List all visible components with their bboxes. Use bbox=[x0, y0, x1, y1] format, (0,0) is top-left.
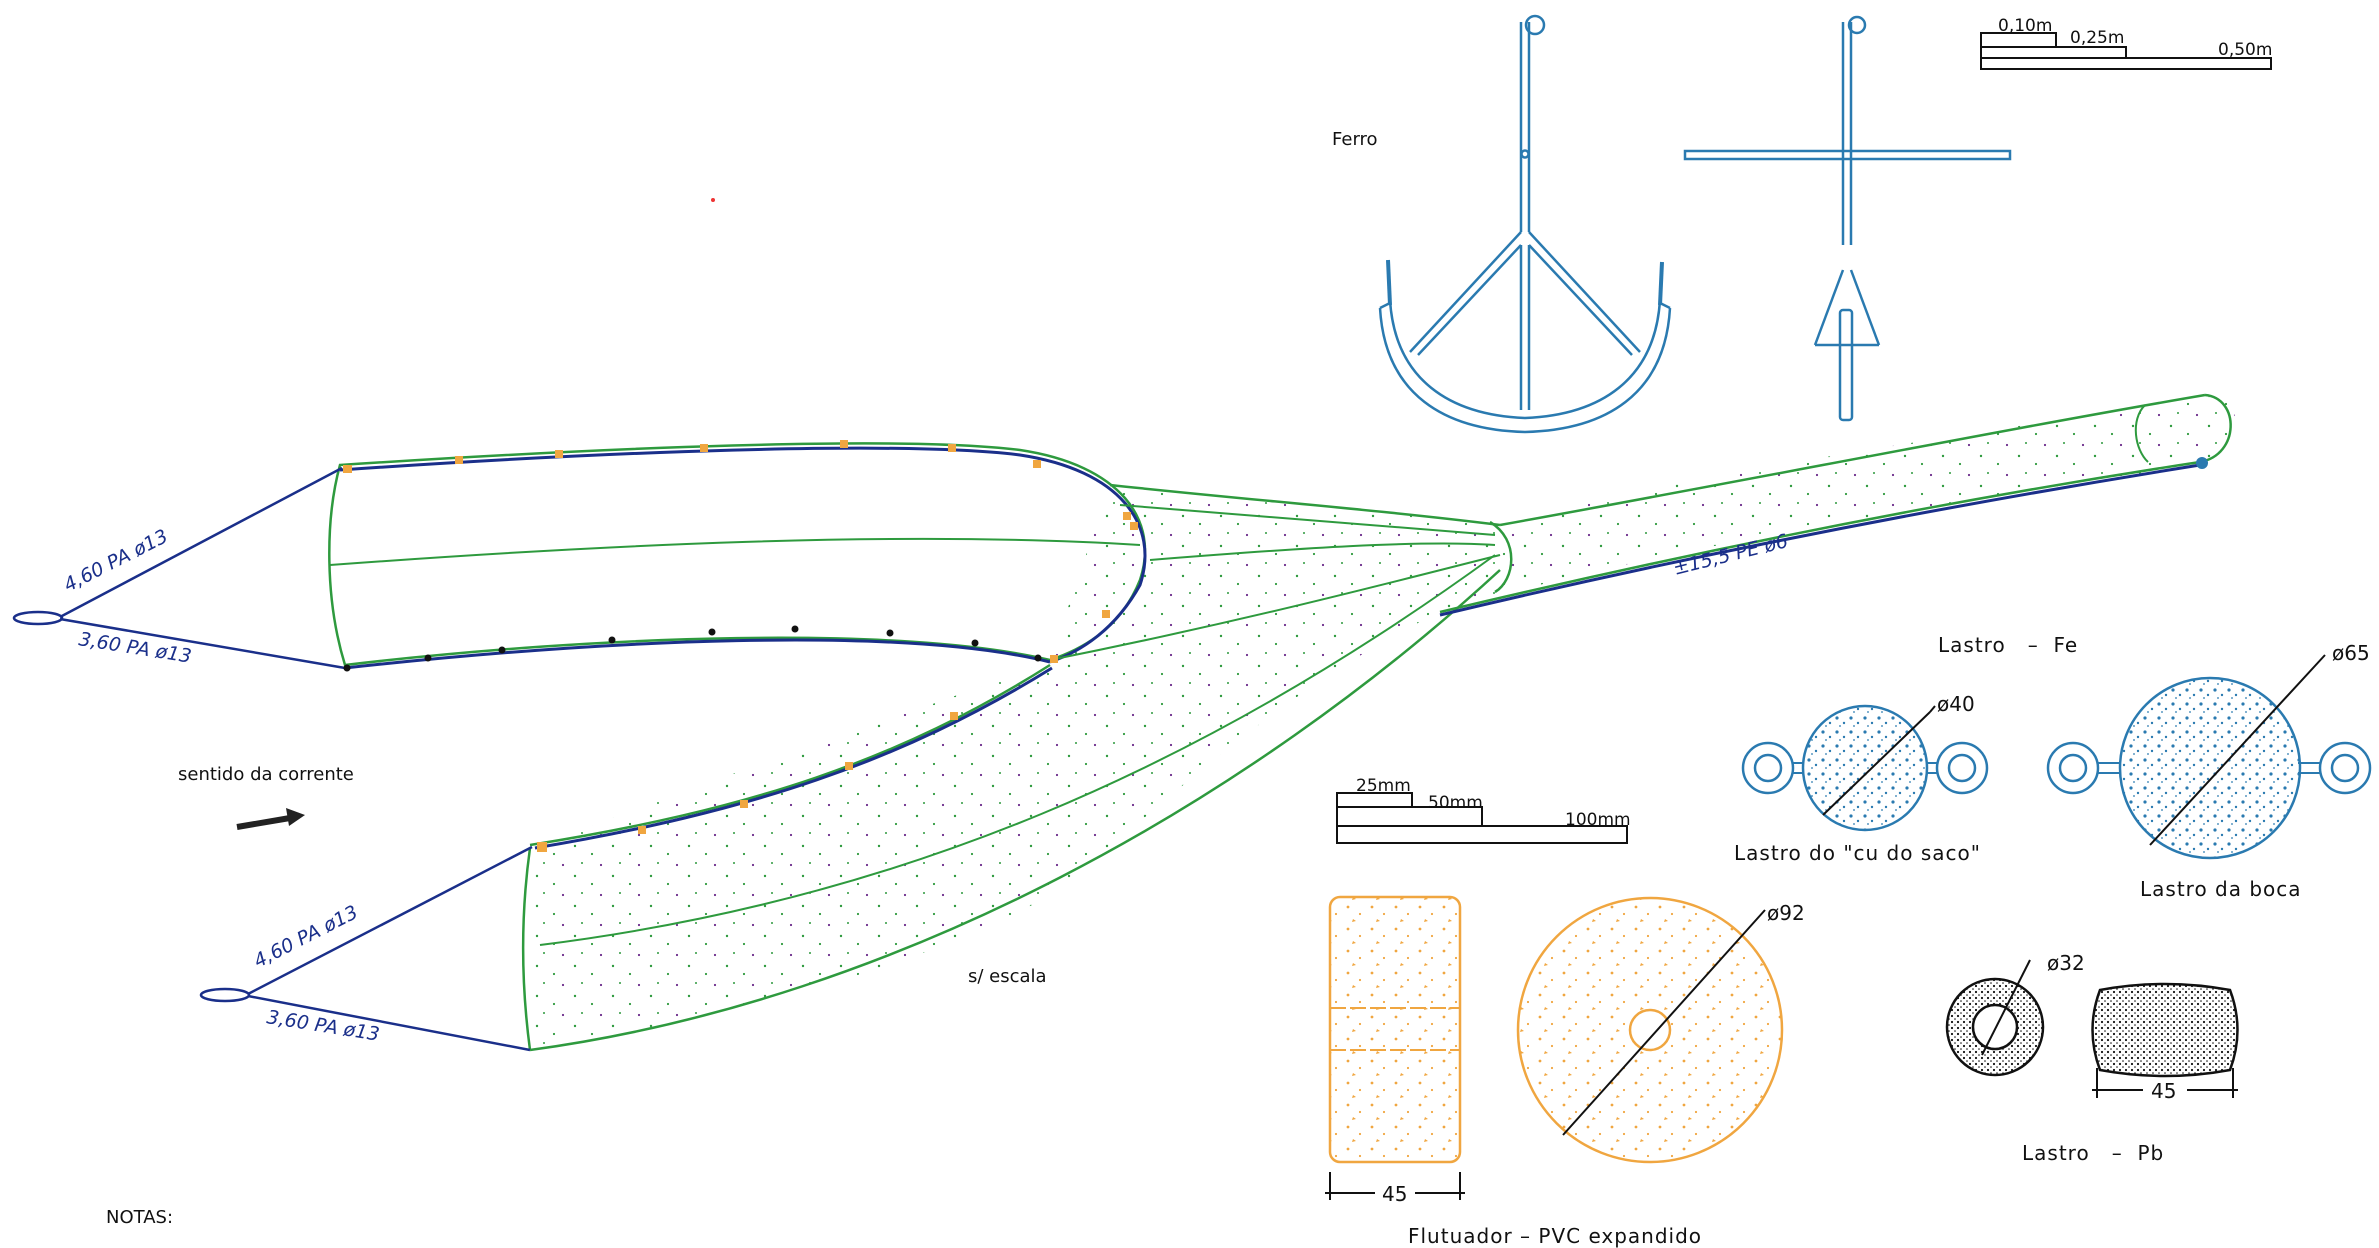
scale-mid-s1: 25mm bbox=[1356, 776, 1411, 796]
upper-bridle-ring bbox=[12, 610, 64, 626]
anchor-side-view bbox=[1683, 15, 2012, 422]
codend-rope bbox=[1439, 463, 2201, 617]
codend-ring bbox=[2134, 404, 2149, 463]
lower-wing-mouth bbox=[521, 847, 532, 1051]
float-dim-45: 45 bbox=[1382, 1182, 1407, 1206]
scale-top-s3: 0,50m bbox=[2218, 40, 2272, 60]
funnel-top bbox=[1109, 483, 1501, 527]
current-arrow-icon bbox=[236, 808, 305, 830]
footrope-sinkers bbox=[343, 625, 1042, 672]
dia-40-label: ø40 bbox=[1937, 692, 1975, 716]
notes-heading: NOTAS: bbox=[106, 1207, 173, 1228]
lead-dim-45: 45 bbox=[2151, 1079, 2176, 1103]
upper-wing-outline bbox=[328, 442, 1147, 667]
no-scale-label: s/ escala bbox=[968, 966, 1047, 987]
net-body bbox=[12, 393, 2236, 1052]
lastro-pb-title: Lastro – Pb bbox=[2022, 1141, 2164, 1165]
float-caption: Flutuador – PVC expandido bbox=[1408, 1224, 1702, 1248]
scale-top-s1: 0,10m bbox=[1998, 16, 2052, 36]
upper-bridle-top bbox=[59, 466, 343, 619]
footrope-upper bbox=[344, 638, 1051, 670]
scale-mid-s2: 50mm bbox=[1428, 793, 1483, 813]
funnel-l1 bbox=[1119, 504, 1496, 536]
boca-weight bbox=[2046, 654, 2372, 860]
funnel-l3 bbox=[1049, 554, 1501, 661]
upper-bridle-bottom bbox=[59, 617, 346, 670]
headrope-floats bbox=[343, 440, 1138, 852]
anchor-front-view bbox=[1378, 14, 1672, 434]
dia-65-label: ø65 bbox=[2332, 641, 2370, 665]
codend-top bbox=[1499, 393, 2206, 527]
float-front-view bbox=[1516, 896, 1784, 1164]
scale-bar-top bbox=[1980, 32, 2272, 70]
codend-end bbox=[2199, 393, 2232, 464]
current-direction-label: sentido da corrente bbox=[178, 764, 354, 785]
codend-weight bbox=[2196, 457, 2208, 469]
cu-do-saco-weight bbox=[1741, 704, 1989, 832]
dia-32-label: ø32 bbox=[2047, 951, 2085, 975]
anchor-material-label: Ferro bbox=[1332, 129, 1378, 150]
lower-bridle-top bbox=[247, 845, 533, 996]
mesh-fill bbox=[530, 395, 2236, 1050]
scale-bar-mid bbox=[1336, 792, 1628, 844]
lead-weight-front bbox=[1945, 959, 2045, 1077]
codend-bottom bbox=[1439, 460, 2201, 614]
funnel-l2 bbox=[1149, 542, 1496, 561]
upper-wing-midline bbox=[329, 537, 1141, 566]
rope-upper-bottom-label: 3,60 PA ø13 bbox=[77, 628, 193, 668]
dia-92-label: ø92 bbox=[1767, 901, 1805, 925]
rope-lower-top-label: 4,60 PA ø13 bbox=[250, 901, 361, 972]
lead-weight-side bbox=[2091, 982, 2239, 1098]
cu-do-saco-caption: Lastro do "cu do saco" bbox=[1734, 841, 1981, 865]
boca-caption: Lastro da boca bbox=[2140, 877, 2302, 901]
lower-wing-mid bbox=[539, 554, 1496, 946]
lower-wing-top bbox=[529, 663, 1051, 847]
scale-mid-s3: 100mm bbox=[1565, 810, 1631, 830]
rope-lower-bottom-label: 3,60 PA ø13 bbox=[265, 1006, 381, 1046]
scale-top-s2: 0,25m bbox=[2070, 28, 2124, 48]
lower-bridle-ring bbox=[199, 987, 251, 1003]
headrope-upper bbox=[339, 446, 1147, 664]
stray-mark bbox=[711, 198, 715, 202]
throat-ring bbox=[1489, 520, 1513, 594]
rope-upper-top-label: 4,60 PA ø13 bbox=[60, 525, 171, 596]
lastro-fe-title: Lastro – Fe bbox=[1938, 633, 2078, 657]
lower-bridle-bottom bbox=[247, 994, 531, 1052]
lower-wing-bottom bbox=[529, 569, 1501, 1052]
lower-wing-headrope bbox=[534, 666, 1053, 850]
float-side-view bbox=[1325, 895, 1465, 1200]
